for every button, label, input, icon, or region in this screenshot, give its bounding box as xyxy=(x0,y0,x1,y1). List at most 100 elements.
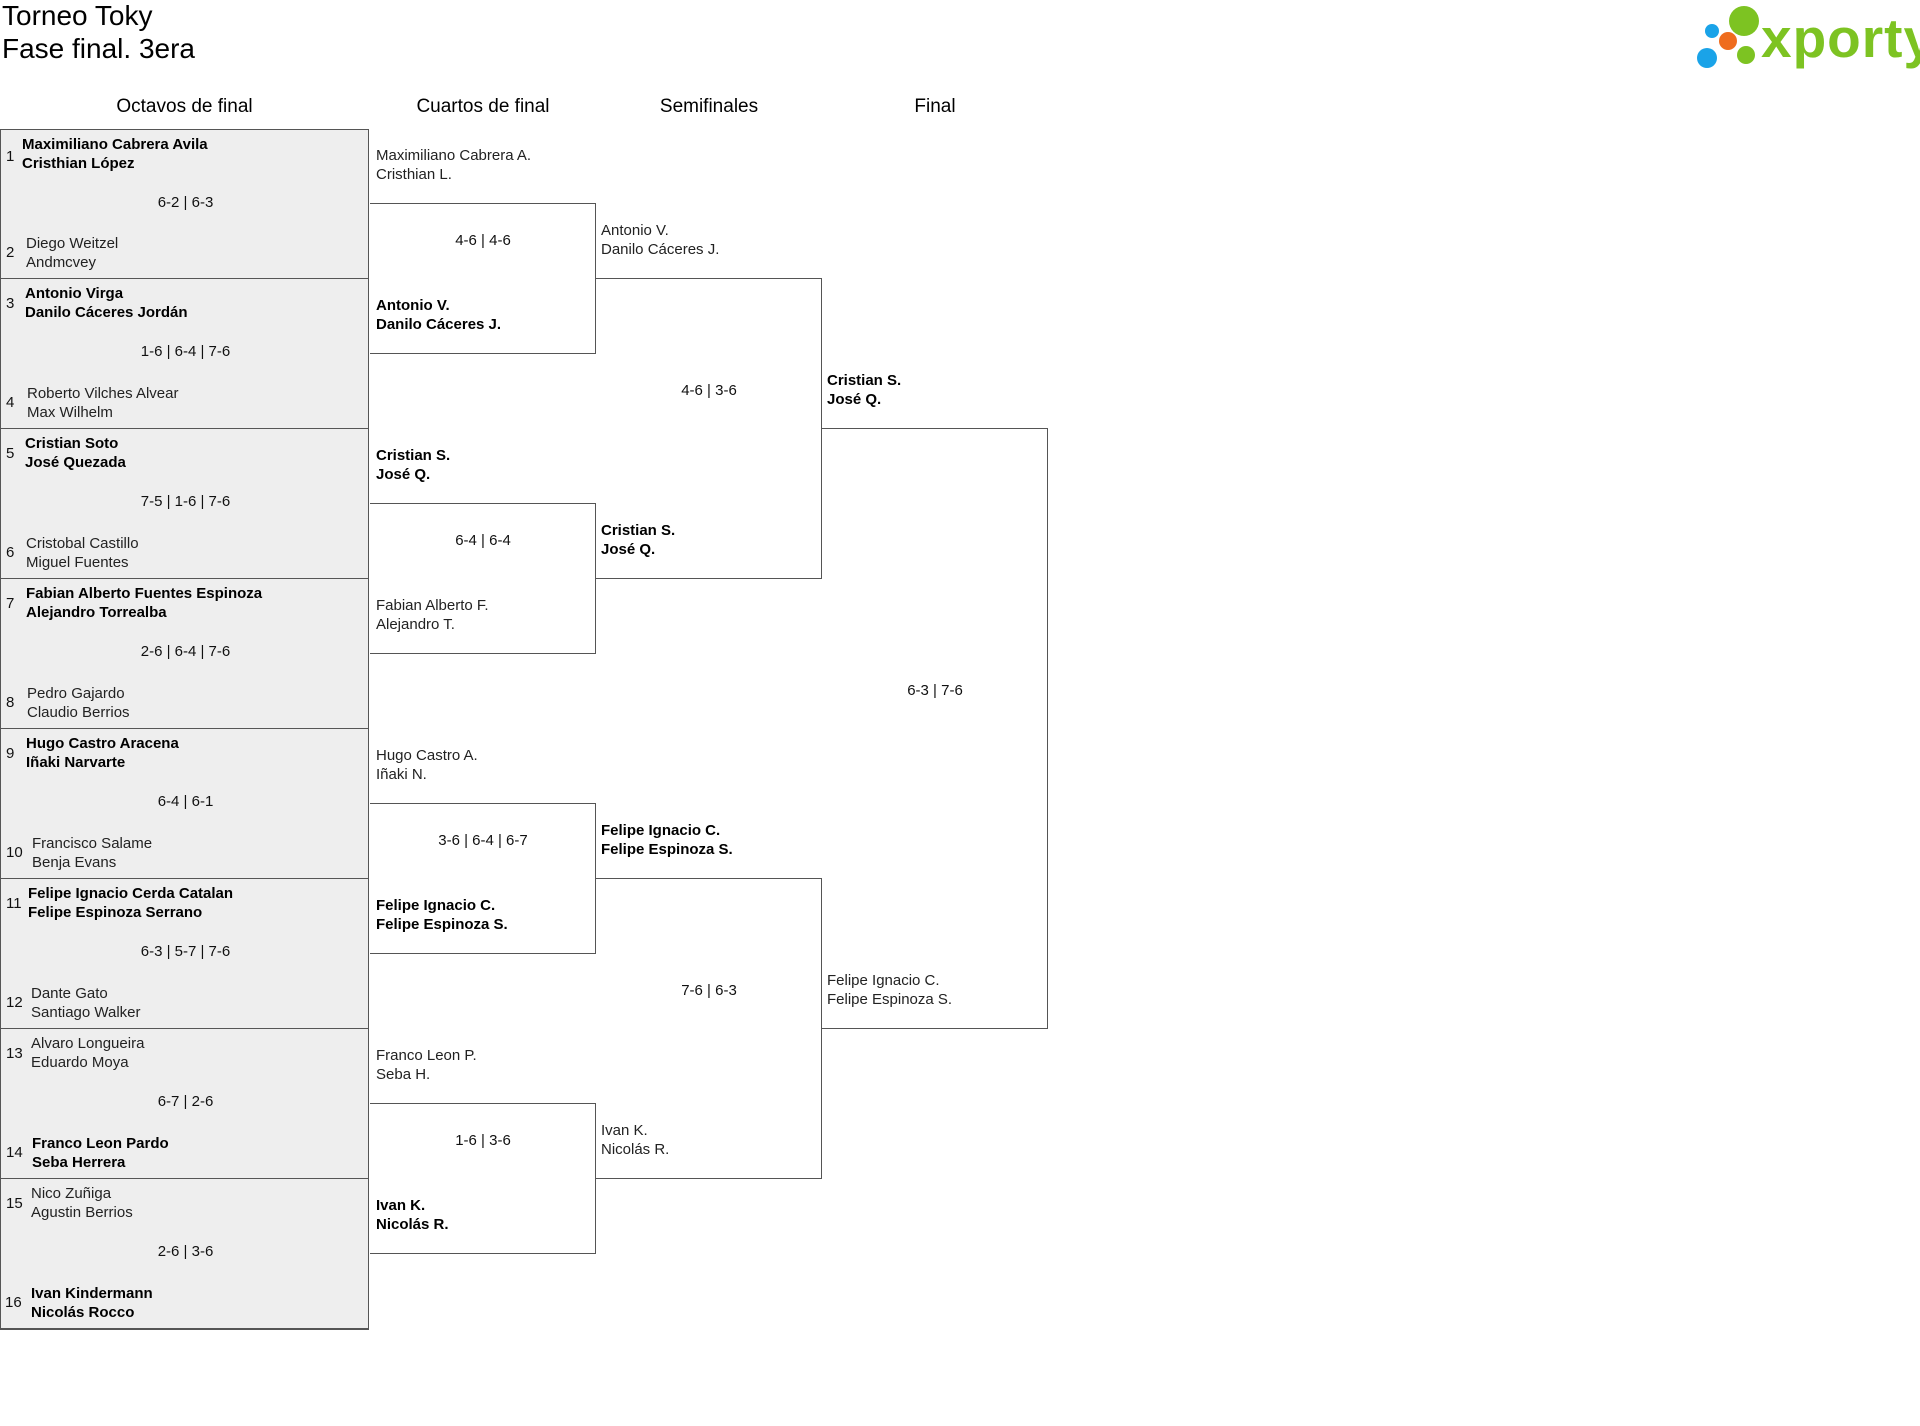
player-name: Roberto Vilches Alvear xyxy=(27,385,179,402)
round-heading-cuartos: Cuartos de final xyxy=(416,96,550,117)
semis-team-4: Ivan K. Nicolás R. xyxy=(601,1121,669,1159)
cuartos-connector-2 xyxy=(370,503,596,654)
seed-number: 4 xyxy=(6,394,15,411)
player-name: Cristian S. xyxy=(376,447,451,464)
cuartos-connector-3 xyxy=(370,803,596,954)
player-name: José Q. xyxy=(376,466,431,483)
team-names: Nico Zuñiga Agustin Berrios xyxy=(31,1184,133,1222)
logo-wordmark: xporty xyxy=(1761,7,1920,69)
seed-number: 3 xyxy=(6,295,15,312)
player-name: Cristhian López xyxy=(22,155,135,172)
player-name: Seba H. xyxy=(376,1066,431,1083)
player-name: Nicolás R. xyxy=(601,1141,670,1158)
seed-number: 12 xyxy=(6,994,23,1011)
tournament-title: Torneo Toky xyxy=(2,0,153,31)
player-name: Ivan Kindermann xyxy=(31,1285,153,1302)
cuartos-score-4: 1-6 | 3-6 xyxy=(455,1132,511,1149)
octavos-slot-10: 10 Francisco Salame Benja Evans xyxy=(0,835,369,1029)
player-name: Alejandro Torrealba xyxy=(26,604,167,621)
player-name: Hugo Castro Aracena xyxy=(26,735,179,752)
round-heading-semis: Semifinales xyxy=(659,96,759,117)
cuartos-connector-1 xyxy=(370,203,596,354)
final-score: 6-3 | 7-6 xyxy=(907,682,963,699)
player-name: Ivan K. xyxy=(376,1197,426,1214)
player-name: Pedro Gajardo xyxy=(27,685,125,702)
cuartos-team-3: Cristian S. José Q. xyxy=(376,446,450,484)
octavos-slot-1: 1 Maximiliano Cabrera Avila Cristhian Ló… xyxy=(0,129,369,279)
player-name: Claudio Berrios xyxy=(27,704,130,721)
seed-number: 2 xyxy=(6,244,15,261)
player-name: Diego Weitzel xyxy=(26,235,119,252)
match-score: 6-2 | 6-3 xyxy=(157,194,214,211)
team-names: Fabian Alberto Fuentes Espinoza Alejandr… xyxy=(26,584,262,622)
octavos-slot-3: 3 Antonio Virga Danilo Cáceres Jordán 1-… xyxy=(0,279,369,429)
player-name: Eduardo Moya xyxy=(31,1054,129,1071)
player-name: Maximiliano Cabrera Avila xyxy=(22,136,208,153)
team-names: Cristobal Castillo Miguel Fuentes xyxy=(26,534,139,572)
cuartos-team-1: Maximiliano Cabrera A. Cristhian L. xyxy=(376,146,531,184)
player-name: Danilo Cáceres J. xyxy=(376,316,502,333)
team-names: Franco Leon Pardo Seba Herrera xyxy=(32,1134,169,1172)
logo-dot-blue-small xyxy=(1705,24,1719,38)
player-name: Cristian Soto xyxy=(25,435,119,452)
octavos-slot-14: 14 Franco Leon Pardo Seba Herrera xyxy=(0,1135,369,1329)
team-names: Diego Weitzel Andmcvey xyxy=(26,234,118,272)
logo-dot-green xyxy=(1737,46,1755,64)
player-name: Francisco Salame xyxy=(32,835,153,852)
semis-score-2: 7-6 | 6-3 xyxy=(681,982,737,999)
player-name: Felipe Ignacio C. xyxy=(601,822,721,839)
player-name: Santiago Walker xyxy=(31,1004,141,1021)
player-name: Iñaki N. xyxy=(376,766,427,783)
cuartos-team-6: Felipe Ignacio C. Felipe Espinoza S. xyxy=(376,896,508,934)
semis-team-1: Antonio V. Danilo Cáceres J. xyxy=(601,221,719,259)
octavos-slot-2: 2 Diego Weitzel Andmcvey xyxy=(0,235,369,429)
round-heading-final: Final xyxy=(914,96,956,117)
seed-number: 6 xyxy=(6,544,15,561)
team-names: Maximiliano Cabrera Avila Cristhian Lópe… xyxy=(22,135,208,173)
player-name: Felipe Espinoza Serrano xyxy=(28,904,203,921)
player-name: Cristobal Castillo xyxy=(26,535,139,552)
cuartos-score-2: 6-4 | 6-4 xyxy=(455,532,511,549)
cuartos-connector-4 xyxy=(370,1103,596,1254)
team-names: Dante Gato Santiago Walker xyxy=(31,984,141,1022)
player-name: Cristian S. xyxy=(827,372,902,389)
seed-number: 15 xyxy=(6,1195,23,1212)
cuartos-team-8: Ivan K. Nicolás R. xyxy=(376,1196,449,1234)
team-names: Pedro Gajardo Claudio Berrios xyxy=(27,684,130,722)
semis-connector-2 xyxy=(596,878,822,1179)
player-name: Benja Evans xyxy=(32,854,117,871)
player-name: Alvaro Longueira xyxy=(31,1035,145,1052)
player-name: Max Wilhelm xyxy=(27,404,113,421)
match-score: 6-4 | 6-1 xyxy=(157,793,214,810)
player-name: Franco Leon P. xyxy=(376,1047,477,1064)
player-name: Iñaki Narvarte xyxy=(26,754,126,771)
player-name: Felipe Espinoza S. xyxy=(601,841,733,858)
xporty-logo: xporty xyxy=(1695,4,1920,70)
octavos-slot-11: 11 Felipe Ignacio Cerda Catalan Felipe E… xyxy=(0,879,369,1029)
player-name: Felipe Ignacio C. xyxy=(827,972,940,989)
semis-team-2: Cristian S. José Q. xyxy=(601,521,675,559)
player-name: Maximiliano Cabrera A. xyxy=(376,147,532,164)
team-names: Cristian Soto José Quezada xyxy=(25,434,126,472)
match-score: 7-5 | 1-6 | 7-6 xyxy=(140,493,231,510)
player-name: Nicolás R. xyxy=(376,1216,449,1233)
cuartos-score-1: 4-6 | 4-6 xyxy=(455,232,511,249)
seed-number: 13 xyxy=(6,1045,23,1062)
final-connector xyxy=(822,428,1048,1029)
player-name: José Q. xyxy=(827,391,882,408)
player-name: Felipe Espinoza S. xyxy=(376,916,508,933)
player-name: Antonio V. xyxy=(601,222,669,239)
cuartos-score-3: 3-6 | 6-4 | 6-7 xyxy=(438,832,528,849)
player-name: Agustin Berrios xyxy=(31,1204,133,1221)
match-score: 2-6 | 3-6 xyxy=(157,1243,214,1260)
final-team-2: Felipe Ignacio C. Felipe Espinoza S. xyxy=(827,971,952,1009)
octavos-slot-6: 6 Cristobal Castillo Miguel Fuentes xyxy=(0,535,369,729)
semis-connector-1 xyxy=(596,278,822,579)
player-name: Hugo Castro A. xyxy=(376,747,478,764)
match-score: 6-7 | 2-6 xyxy=(157,1093,214,1110)
logo-dot-green-large xyxy=(1729,6,1759,36)
player-name: Felipe Ignacio Cerda Catalan xyxy=(28,885,234,902)
cuartos-team-2: Antonio V. Danilo Cáceres J. xyxy=(376,296,501,334)
seed-number: 5 xyxy=(6,445,15,462)
team-names: Hugo Castro Aracena Iñaki Narvarte xyxy=(26,734,179,772)
